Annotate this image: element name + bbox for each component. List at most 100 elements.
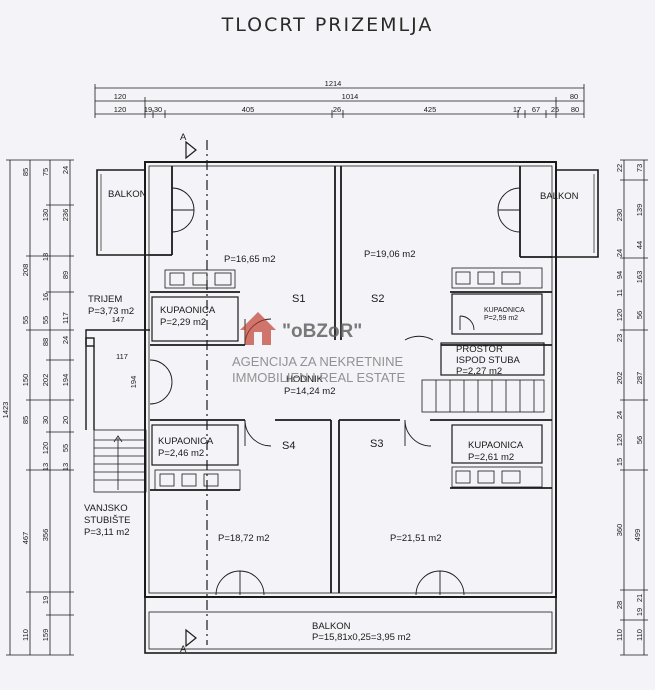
dim-top-r2-c: 80 <box>570 92 578 101</box>
balkon-right-label: BALKON <box>540 191 579 202</box>
s1-area: P=16,65 m2 <box>224 254 276 265</box>
dim-right-c1-3: 94 <box>615 271 624 279</box>
trijem-area: P=3,73 m2 <box>88 306 134 317</box>
stubiste-line1: VANJSKO <box>84 503 128 514</box>
section-marker-bottom: A <box>180 644 187 655</box>
watermark-line2: IMMOBILIEN I REAL ESTATE <box>232 370 405 385</box>
balkon-bottom-label: BALKON <box>312 621 351 632</box>
dim-hall-height: 194 <box>129 376 138 389</box>
dim-left-c1-1: 208 <box>21 264 30 277</box>
dim-left-c2-12: 159 <box>41 629 50 642</box>
kup3-area: P=2,46 m2 <box>158 448 204 459</box>
dim-right-c1-10: 15 <box>615 458 624 466</box>
dim-left-total: 1423 <box>1 402 10 419</box>
dim-right-c1-11: 360 <box>615 524 624 537</box>
prostor-line1: PROSTOR <box>456 344 503 355</box>
kup1-area: P=2,29 m2 <box>160 317 206 328</box>
kup4-name: KUPAONICA <box>468 440 524 451</box>
dim-right-total: 499 <box>633 529 642 542</box>
dim-top-r3-3: 405 <box>242 105 255 114</box>
dim-right-c1-6: 23 <box>615 334 624 342</box>
dim-top-total: 1214 <box>325 79 342 88</box>
external-stairs <box>93 429 147 493</box>
section-marker-top: A <box>180 132 187 143</box>
dim-left-c2-7: 30 <box>41 416 50 424</box>
dim-right-c1-1: 230 <box>615 209 624 222</box>
dim-left-c2-4: 55 <box>41 316 50 324</box>
dim-left-c2-5: 88 <box>41 338 50 346</box>
kup1-name: KUPAONICA <box>160 305 216 316</box>
dim-right-c2-6: 56 <box>635 436 644 444</box>
dim-left-c3-4: 24 <box>61 336 70 344</box>
dim-left-c2-1: 130 <box>41 209 50 222</box>
s3-area: P=21,51 m2 <box>390 533 442 544</box>
dim-right-c1-0: 22 <box>615 164 624 172</box>
dim-left-c3-5: 194 <box>61 374 70 387</box>
dim-right-c1-13: 110 <box>615 629 624 641</box>
dim-right-c1-2: 24 <box>615 249 624 257</box>
dim-left-c1-0: 85 <box>21 168 30 176</box>
balkon-left-outline <box>96 169 150 256</box>
dim-left-c2-9: 13 <box>41 463 50 471</box>
dim-top-r3-0: 120 <box>114 105 127 114</box>
dim-left-c3-6: 20 <box>61 416 70 424</box>
dim-left-c3-0: 24 <box>61 166 70 174</box>
dim-top-r3-1: 19 <box>144 105 152 114</box>
dim-right-c1-7: 202 <box>615 372 624 385</box>
balkon-left-label: BALKON <box>108 189 147 200</box>
dim-left-c2-0: 75 <box>41 168 50 176</box>
dim-trijem-width: 147 <box>112 315 125 324</box>
dim-top-r2-b: 1014 <box>342 92 359 101</box>
prostor-line2: ISPOD STUBA <box>456 355 521 366</box>
s2-label: S2 <box>371 293 384 305</box>
right-dimension-lines <box>620 159 648 656</box>
balkon-right-outline <box>550 169 599 258</box>
dim-left-c3-1: 236 <box>61 209 70 222</box>
top-dimension-lines <box>94 84 585 118</box>
dim-right-c1-5: 120 <box>615 309 624 322</box>
dim-left-c3-3: 117 <box>61 312 70 324</box>
dim-top-r3-4: 26 <box>333 105 341 114</box>
watermark-line1: AGENCIJA ZA NEKRETNINE <box>232 354 404 369</box>
stubiste-line2: STUBIŠTE <box>84 515 130 526</box>
dim-left-c2-3: 16 <box>41 293 50 301</box>
dim-left-c1-3: 150 <box>21 374 30 387</box>
dim-left-c2-8: 120 <box>41 442 50 455</box>
hodnik-area: P=14,24 m2 <box>284 386 336 397</box>
s1-label: S1 <box>292 293 305 305</box>
dim-right-c2-8: 19 <box>635 608 644 616</box>
s4-label: S4 <box>282 440 295 452</box>
kup4-area: P=2,61 m2 <box>468 452 514 463</box>
stubiste-area: P=3,11 m2 <box>84 527 130 538</box>
internal-staircase <box>421 379 545 413</box>
dim-top-r3-2: 30 <box>154 105 162 114</box>
kup2-name: KUPAONICA <box>484 307 525 314</box>
watermark-brand: "oBZoR" <box>282 321 362 342</box>
doors <box>149 187 521 596</box>
kitchen-counters <box>154 267 543 491</box>
dim-left-c1-4: 85 <box>21 416 30 424</box>
house-logo-icon <box>240 312 276 345</box>
trijem-name: TRIJEM <box>88 294 122 305</box>
dim-right-c2-1: 139 <box>635 204 644 217</box>
dim-right-c1-4: 11 <box>615 289 624 297</box>
agency-watermark: "oBZoR" AGENCIJA ZA NEKRETNINE IMMOBILIE… <box>232 312 405 385</box>
plan-title: TLOCRT PRIZEMLJA <box>221 14 434 36</box>
dim-right-c1-9: 120 <box>615 434 624 447</box>
dim-right-c2-5: 287 <box>635 372 644 385</box>
dim-top-r3-6: 17 <box>513 105 521 114</box>
hodnik-name: HODNIK <box>286 374 324 385</box>
dim-left-c2-11: 19 <box>41 596 50 604</box>
balkon-bottom-area: P=15,81x0,25=3,95 m2 <box>312 632 411 643</box>
dim-hall-width: 117 <box>116 352 128 361</box>
prostor-area: P=2,27 m2 <box>456 366 502 377</box>
dim-top-r2-a: 120 <box>114 92 127 101</box>
internal-walls <box>144 166 557 654</box>
dim-right-c1-8: 24 <box>615 411 624 419</box>
dim-left-c2-10: 356 <box>41 529 50 542</box>
dim-right-c2-2: 44 <box>635 241 644 249</box>
dim-top-r3-5: 425 <box>424 105 437 114</box>
s2-area: P=19,06 m2 <box>364 249 416 260</box>
s4-area: P=18,72 m2 <box>218 533 270 544</box>
